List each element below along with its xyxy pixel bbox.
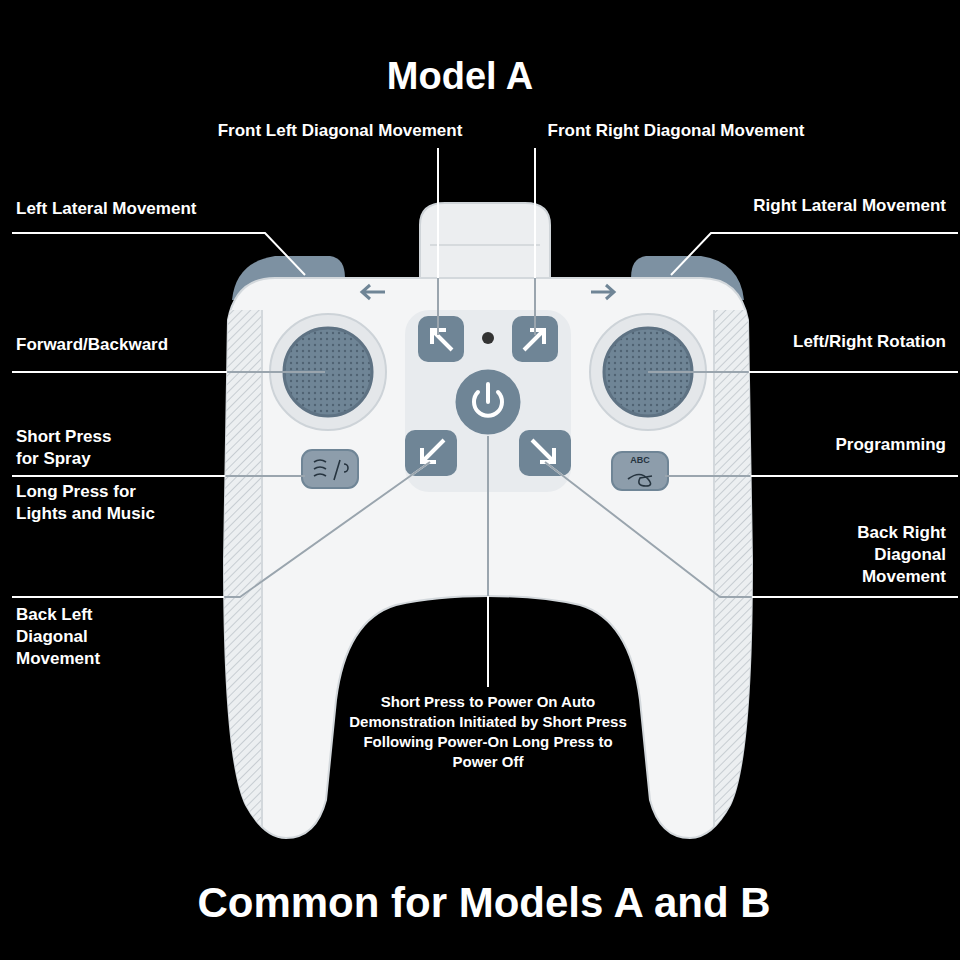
spray-button	[302, 450, 358, 488]
back-right-button	[519, 430, 571, 476]
callout-label: Short Press to Power On Auto Demonstrati…	[342, 692, 634, 772]
callout-label: Right Lateral Movement	[646, 195, 946, 217]
indicator-dot	[482, 332, 494, 344]
arrow-icon	[532, 440, 554, 462]
label-slot: Common for Models A and B	[84, 876, 884, 930]
back-left-button	[405, 430, 457, 476]
label-slot: Programming	[746, 434, 946, 456]
programming-button	[612, 452, 668, 490]
right-arrow-mark	[591, 285, 614, 299]
label-slot: Short Press to Power On Auto Demonstrati…	[342, 692, 634, 772]
label-slot: Long Press for Lights and Music	[16, 481, 176, 525]
arrow-icon	[422, 440, 444, 462]
callout-label: Programming	[746, 434, 946, 456]
callout-label: Back Right Diagonal Movement	[834, 522, 946, 588]
caption: Common for Models A and B	[84, 876, 884, 930]
callout-label: Left/Right Rotation	[696, 331, 946, 353]
label-slot: Left/Right Rotation	[696, 331, 946, 353]
callout-label: Short Press for Spray	[16, 426, 134, 470]
callout-label: ABC	[620, 455, 660, 465]
label-slot: Back Left Diagonal Movement	[16, 604, 128, 670]
leader-line	[12, 148, 958, 687]
callout-label: Front Left Diagonal Movement	[190, 120, 490, 142]
label-slot: Left Lateral Movement	[16, 198, 316, 220]
label-slot: Front Left Diagonal Movement	[190, 120, 490, 142]
leader-line	[12, 148, 958, 687]
label-slot: Front Right Diagonal Movement	[526, 120, 826, 142]
holder-edge	[430, 244, 540, 246]
left-arrow-mark	[362, 285, 385, 299]
programming-icon	[628, 475, 652, 487]
title: Model A	[260, 52, 660, 100]
label-slot: Right Lateral Movement	[646, 195, 946, 217]
callout-label: Back Left Diagonal Movement	[16, 604, 128, 670]
callout-label: Left Lateral Movement	[16, 198, 316, 220]
callout-label: Forward/Backward	[16, 334, 266, 356]
power-button	[454, 368, 522, 436]
callout-label: Long Press for Lights and Music	[16, 481, 176, 525]
power-icon	[474, 384, 502, 416]
front-left-button	[418, 316, 464, 362]
callout-label: Front Right Diagonal Movement	[526, 120, 826, 142]
label-slot: ABC	[620, 455, 660, 465]
label-slot: Back Right Diagonal Movement	[834, 522, 946, 588]
spray-icon	[314, 460, 348, 480]
label-slot: Short Press for Spray	[16, 426, 134, 470]
label-slot: Model A	[260, 52, 660, 100]
label-slot: Forward/Backward	[16, 334, 266, 356]
arrow-icon	[432, 330, 452, 350]
